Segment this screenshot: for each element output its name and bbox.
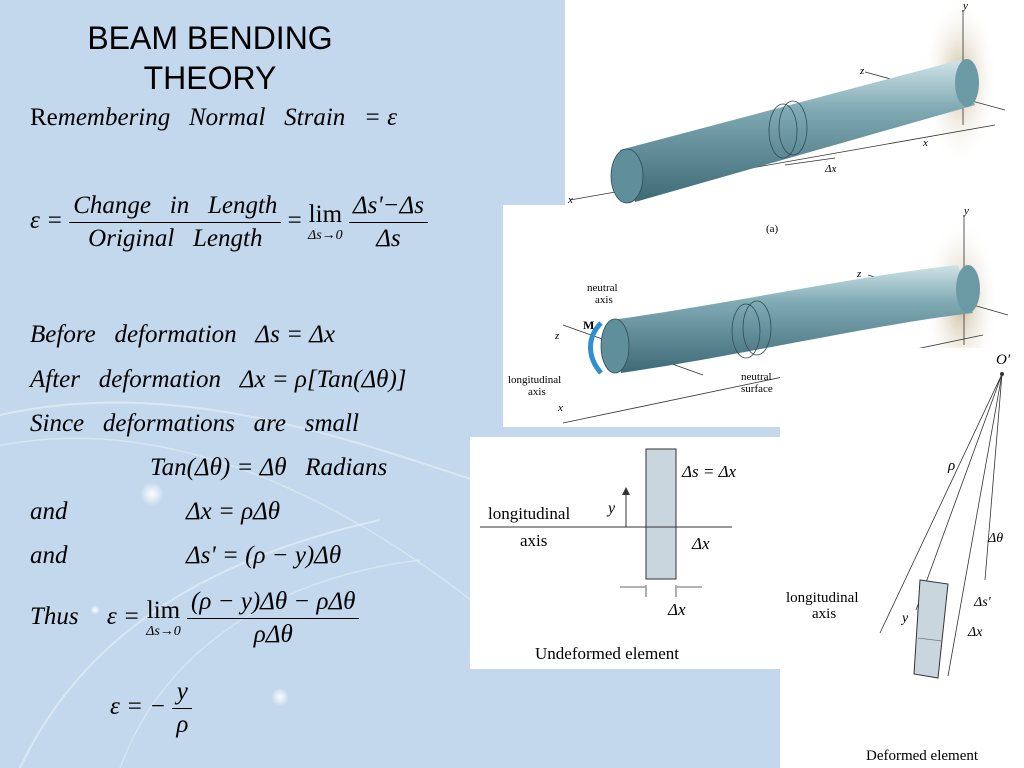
eq-final-frac: y ρ — [172, 678, 193, 739]
eq-strain-lim: lim Δs→0 — [308, 202, 343, 243]
fig-b-z-right: z — [856, 268, 862, 280]
fig-b-y: y — [963, 205, 969, 217]
figure-b-bent-beam: (a) y z z M neutral axis longitudinal ax… — [508, 205, 1009, 424]
eq-thus-den: ρΔθ — [253, 621, 293, 648]
deformed-caption: Deformed element — [866, 748, 979, 764]
figure-a-straight-beam: y z x x Δx — [567, 0, 1006, 205]
fig-a-x-right: x — [922, 137, 928, 149]
fig-b-neutral-axis-2: axis — [595, 294, 613, 306]
fig-b-x: x — [557, 402, 563, 414]
deformed-y: y — [900, 611, 909, 626]
figure-deformed-element: O' ρ Δθ longitudinal axis y Δs' Δx Defor… — [786, 352, 1011, 764]
eq-strain-frac2: Δs'−Δs Δs — [348, 192, 428, 253]
figure-undeformed-panel: Δs = Δx longitudinal axis y Δx Δx Undefo… — [470, 437, 780, 669]
title-line-1: BEAM BENDING — [87, 20, 333, 56]
fig-a-y: y — [962, 0, 968, 12]
undeformed-caption: Undeformed element — [535, 644, 679, 663]
figure-undeformed-element: Δs = Δx longitudinal axis y Δx Δx Undefo… — [480, 448, 737, 663]
eq-tan: Tan(Δθ) = Δθ Radians — [150, 454, 388, 481]
eq-thus-num: (ρ − y)Δθ − ρΔθ — [187, 588, 360, 619]
eq-thus: Thus ε = lim Δs→0 (ρ − y)Δθ − ρΔθ ρΔθ — [30, 588, 360, 649]
figure-a-panel: y z x x Δx — [565, 0, 1024, 205]
title-line-2: THEORY — [143, 60, 277, 96]
eq-and2: Δs' = (ρ − y)Δθ — [186, 542, 342, 569]
fig-b-neutral-surface-2: surface — [741, 383, 773, 395]
undeformed-y: y — [606, 500, 616, 517]
deformed-rho: ρ — [947, 458, 955, 474]
eq-and1: Δx = ρΔθ — [186, 498, 281, 525]
eq-strain-definition: ε = Change in Length Original Length = l… — [30, 192, 428, 253]
eq-thus-frac: (ρ − y)Δθ − ρΔθ ρΔθ — [187, 588, 360, 649]
undeformed-dx-bottom: Δx — [667, 600, 686, 619]
eq-strain-lhs: ε = — [30, 207, 63, 235]
eq-remembering: Remembering Normal Strain = ε — [30, 104, 397, 132]
deformed-dtheta: Δθ — [987, 531, 1003, 546]
eq-strain-frac: Change in Length Original Length — [69, 192, 282, 253]
eq-after: After deformation Δx = ρ[Tan(Δθ)] — [30, 366, 407, 393]
eq-strain-den: Original Length — [88, 225, 263, 252]
fig-b-long-axis-1: longitudinal — [508, 374, 561, 386]
fig-b-z-left: z — [554, 330, 560, 342]
undeformed-long-2: axis — [520, 531, 547, 550]
deformed-long-1: longitudinal — [786, 590, 859, 606]
eq-final: ε = − y ρ — [110, 678, 193, 739]
fig-b-neutral-surface-1: neutral — [741, 371, 772, 383]
fig-a-x-left: x — [567, 194, 573, 205]
undeformed-dx-side: Δx — [691, 534, 710, 553]
eq-remembering-rest: membering Normal Strain = ε — [57, 104, 398, 131]
eq-strain-eq: = — [287, 207, 302, 235]
eq-thus-word: Thus — [30, 603, 79, 631]
eq-before: Before deformation Δs = Δx — [30, 321, 335, 348]
fig-b-long-axis-2: axis — [528, 386, 546, 398]
slide-title: BEAM BENDING THEORY — [40, 18, 380, 98]
eq-and1-word: and — [30, 498, 68, 525]
deformed-ds-prime: Δs' — [973, 595, 992, 610]
eq-thus-lim-sub: Δs→0 — [146, 624, 181, 639]
eq-thus-lhs: ε = — [106, 603, 140, 631]
undeformed-long-1: longitudinal — [488, 504, 570, 523]
eq-re: Re — [30, 104, 58, 131]
eq-strain-lim-sub: Δs→0 — [308, 228, 343, 243]
eq-final-lhs: ε = − — [110, 693, 167, 721]
fig-a-dx: Δx — [824, 163, 836, 175]
eq-strain-den2: Δs — [376, 225, 401, 252]
deformed-long-2: axis — [812, 606, 836, 622]
deformed-O: O' — [996, 352, 1011, 368]
eq-final-num: y — [172, 678, 193, 709]
fig-b-moment: M — [583, 318, 594, 332]
figure-deformed-panel: O' ρ Δθ longitudinal axis y Δs' Δx Defor… — [780, 348, 1024, 768]
fig-b-caption-a: (a) — [766, 223, 779, 235]
eq-since: Since deformations are small — [30, 410, 359, 437]
eq-thus-lim: lim Δs→0 — [146, 598, 181, 639]
undeformed-ds-dx: Δs = Δx — [681, 462, 737, 481]
deformed-dx: Δx — [967, 625, 983, 640]
fig-a-z: z — [859, 65, 865, 77]
eq-and2-word: and — [30, 542, 68, 569]
eq-strain-lim-word: lim — [308, 201, 343, 228]
fig-b-neutral-axis-1: neutral — [587, 282, 618, 294]
eq-final-den: ρ — [176, 711, 189, 738]
eq-strain-num2: Δs'−Δs — [348, 192, 428, 223]
eq-thus-lim-word: lim — [146, 597, 181, 624]
eq-strain-num: Change in Length — [69, 192, 282, 223]
